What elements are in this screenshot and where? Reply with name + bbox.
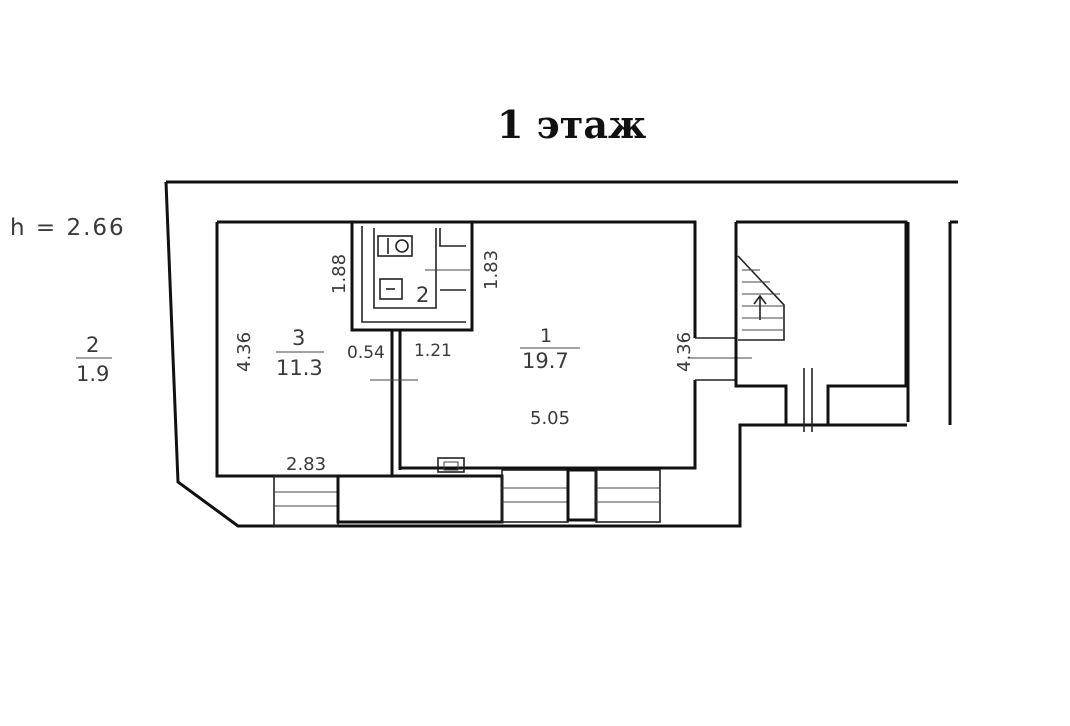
room-1-width: 5.05 — [530, 408, 570, 429]
staircase-icon — [737, 255, 785, 341]
outer-walls — [164, 180, 958, 528]
right-doorway — [690, 337, 752, 381]
bathroom-walls — [350, 222, 474, 332]
partition-wall — [370, 330, 418, 476]
room-2-depth: 1.88 — [329, 254, 350, 294]
room-1-area: 19.7 — [522, 349, 569, 373]
room-3-width: 2.83 — [286, 454, 326, 475]
stair-room-walls — [734, 220, 958, 432]
room-3-area: 11.3 — [276, 356, 323, 380]
legend-room-number: 2 — [86, 333, 99, 357]
floor-title: 1 этаж — [497, 102, 646, 147]
room-1-height: 4.36 — [674, 332, 695, 372]
room-3-number: 3 — [292, 326, 305, 350]
legend-room-area: 1.9 — [76, 362, 109, 386]
room-1-walls — [352, 220, 697, 470]
windows — [273, 457, 661, 527]
ceiling-height-label: h = 2.66 — [10, 215, 126, 241]
passage-dimension: 1.21 — [414, 341, 452, 361]
room-3-height: 4.36 — [234, 332, 255, 372]
room-1-number: 1 — [540, 325, 552, 347]
sink-icon — [379, 278, 403, 300]
partition-dimension: 0.54 — [347, 343, 385, 363]
toilet-icon — [377, 235, 413, 257]
room-2-width: 1.83 — [481, 250, 502, 290]
room-2-number: 2 — [416, 283, 429, 307]
